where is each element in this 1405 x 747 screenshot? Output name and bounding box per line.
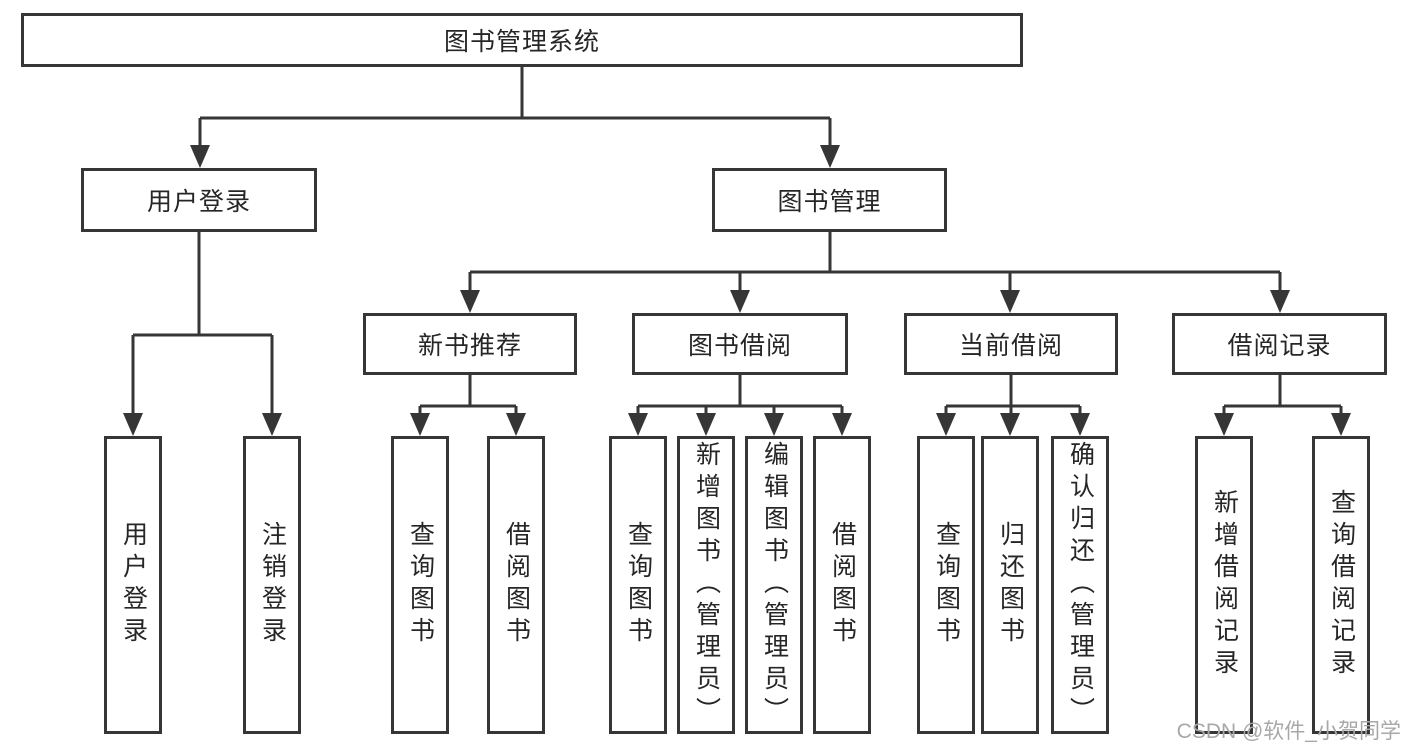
leaf-label: 新增图书（管理员） <box>692 441 721 729</box>
arrow-down-icon <box>190 145 210 168</box>
arrow-down-icon <box>1270 290 1290 313</box>
arrow-down-icon <box>506 413 526 436</box>
arrow-down-icon <box>460 290 480 313</box>
arrow-down-icon <box>1070 413 1090 436</box>
leaf-borrow-edit-books-admin: 编辑图书（管理员） <box>745 436 803 734</box>
leaf-label: 借阅图书 <box>828 521 857 649</box>
connector-book-borrow-branch <box>636 375 844 416</box>
leaf-logout: 注销登录 <box>243 436 301 734</box>
arrow-down-icon <box>1214 413 1234 436</box>
node-label: 图书借阅 <box>687 332 792 360</box>
arrow-down-icon <box>1000 290 1020 313</box>
connector-book-management-branch <box>468 232 1282 292</box>
leaf-recommend-borrow-books: 借阅图书 <box>487 436 545 734</box>
leaf-label: 新增借阅记录 <box>1210 489 1239 681</box>
leaf-current-query-books: 查询图书 <box>917 436 975 734</box>
leaf-label: 编辑图书（管理员） <box>760 441 789 729</box>
leaf-current-confirm-return-admin: 确认归还（管理员） <box>1051 436 1109 734</box>
arrow-down-icon <box>764 413 784 436</box>
arrow-down-icon <box>628 413 648 436</box>
leaf-borrow-borrow-books: 借阅图书 <box>813 436 871 734</box>
node-library-management-system: 图书管理系统 <box>21 13 1023 67</box>
arrow-down-icon <box>696 413 716 436</box>
leaf-label: 查询图书 <box>932 521 961 649</box>
leaf-label: 归还图书 <box>996 521 1025 649</box>
leaf-label: 用户登录 <box>119 521 148 649</box>
connector-root-branch <box>198 67 832 147</box>
leaf-label: 注销登录 <box>258 521 287 649</box>
node-book-borrowing: 图书借阅 <box>632 313 848 375</box>
arrowheads <box>123 145 1351 436</box>
node-label: 当前借阅 <box>958 332 1063 360</box>
arrow-down-icon <box>1331 413 1351 436</box>
leaf-user-login: 用户登录 <box>104 436 162 734</box>
leaf-label: 借阅图书 <box>502 521 531 649</box>
leaf-label: 查询图书 <box>624 521 653 649</box>
leaf-records-query-record: 查询借阅记录 <box>1312 436 1370 734</box>
node-label: 图书管理系统 <box>443 28 600 56</box>
arrow-down-icon <box>820 145 840 168</box>
arrow-down-icon <box>936 413 956 436</box>
connector-current-borrow-branch <box>944 375 1082 416</box>
arrow-down-icon <box>1000 413 1020 436</box>
leaf-label: 查询借阅记录 <box>1327 489 1356 681</box>
elbow-connectors <box>131 67 1343 416</box>
leaf-label: 确认归还（管理员） <box>1066 441 1095 729</box>
leaf-borrow-query-books: 查询图书 <box>609 436 667 734</box>
node-current-borrowing: 当前借阅 <box>904 313 1118 375</box>
node-book-management: 图书管理 <box>712 168 947 232</box>
connector-borrow-records-branch <box>1222 375 1343 416</box>
connector-new-book-branch <box>418 375 518 416</box>
leaf-borrow-add-books-admin: 新增图书（管理员） <box>677 436 735 734</box>
connector-user-login-branch <box>131 232 274 415</box>
leaf-recommend-query-books: 查询图书 <box>391 436 449 734</box>
node-label: 借阅记录 <box>1227 332 1332 360</box>
arrow-down-icon <box>832 413 852 436</box>
leaf-current-return-books: 归还图书 <box>981 436 1039 734</box>
csdn-watermark: CSDN @软件_小贺同学 <box>1176 720 1401 743</box>
arrow-down-icon <box>730 290 750 313</box>
node-new-book-recommendation: 新书推荐 <box>363 313 577 375</box>
leaf-records-add-record: 新增借阅记录 <box>1195 436 1253 734</box>
arrow-down-icon <box>123 413 143 436</box>
node-borrowing-records: 借阅记录 <box>1172 313 1387 375</box>
node-label: 新书推荐 <box>417 332 522 360</box>
node-label: 用户登录 <box>146 188 251 216</box>
arrow-down-icon <box>410 413 430 436</box>
node-user-login: 用户登录 <box>81 168 317 232</box>
leaf-label: 查询图书 <box>406 521 435 649</box>
node-label: 图书管理 <box>777 188 882 216</box>
arrow-down-icon <box>262 413 282 436</box>
